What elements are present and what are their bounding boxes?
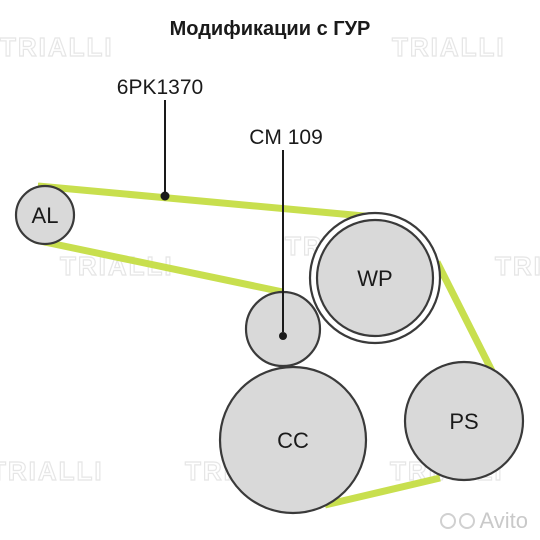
pulley-label-al: AL [32, 203, 59, 228]
tensioner-callout: CM 109 [249, 126, 323, 332]
pulley-ps: PS [403, 360, 525, 482]
pulley-label-cc: CC [277, 428, 309, 453]
belt-6pk1370 [34, 182, 498, 509]
pulley-al: AL [14, 184, 76, 246]
avito-brand-text: Avito [479, 508, 528, 533]
pulley-label-ps: PS [449, 409, 478, 434]
avito-logo-icon [440, 513, 476, 529]
tensioner-label: CM 109 [249, 126, 323, 149]
belt-label: 6PK1370 [117, 76, 203, 99]
watermark-text: TRIALLI [392, 32, 506, 62]
pulley-cc: CC [218, 365, 368, 515]
pulley-label-wp: WP [357, 266, 392, 291]
avito-watermark: Avito [440, 508, 528, 534]
diagram-title: Модификации с ГУР [169, 18, 371, 40]
watermark-text: TRIALLI [495, 251, 540, 281]
pulley-wp: WP [308, 211, 442, 345]
belt-callout: 6PK1370 [117, 76, 203, 201]
watermark-text: TRIALLI [0, 456, 104, 486]
watermark-text: TRIALLI [0, 32, 114, 62]
